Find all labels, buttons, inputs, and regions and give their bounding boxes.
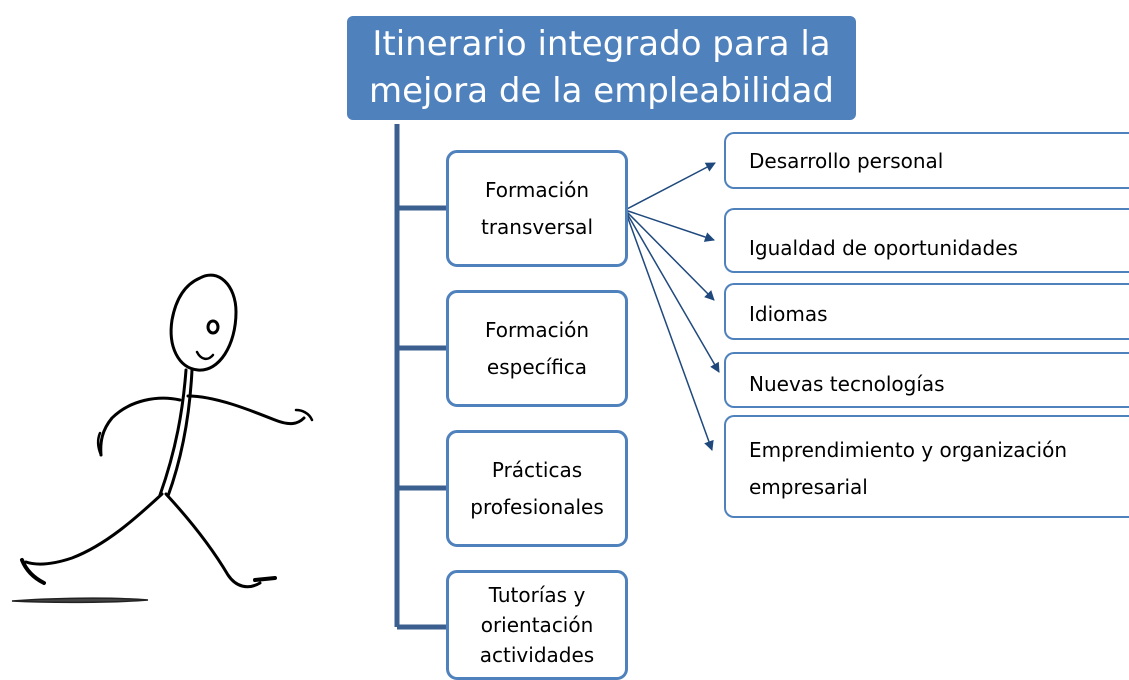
- subitem-label: Idiomas: [749, 301, 828, 326]
- category-label: Tutorías y orientación actividades: [479, 583, 595, 667]
- diagram-title-text: Itinerario integrado para la mejora de l…: [368, 24, 835, 111]
- arrow-nuevas-tecnologias: [624, 209, 720, 373]
- category-label: Formación específica: [484, 317, 590, 379]
- ground-shadow: [11, 597, 149, 604]
- arrow-idiomas: [624, 209, 715, 301]
- category-formacion-especifica: Formación específica: [446, 290, 628, 407]
- category-practicas-profesionales: Prácticas profesionales: [446, 430, 628, 547]
- category-tutorias-orientacion: Tutorías y orientación actividades: [446, 570, 628, 680]
- subitem-idiomas: Idiomas: [724, 283, 1129, 340]
- arrow-igualdad-oportunidades: [624, 209, 715, 242]
- arrow-desarrollo-personal: [624, 162, 716, 211]
- subitem-label: Emprendimiento y organización empresaria…: [749, 437, 1067, 499]
- subitem-label: Desarrollo personal: [749, 148, 944, 173]
- subitem-label: Igualdad de oportunidades: [749, 235, 1018, 260]
- category-formacion-transversal: Formación transversal: [446, 150, 628, 267]
- diagram-title: Itinerario integrado para la mejora de l…: [347, 16, 856, 120]
- subitem-label: Nuevas tecnologías: [749, 372, 945, 396]
- subitem-igualdad-oportunidades: Igualdad de oportunidades: [724, 208, 1129, 273]
- running-stick-figure-icon: [20, 273, 314, 589]
- subitem-emprendimiento: Emprendimiento y organización empresaria…: [724, 415, 1129, 518]
- subitem-nuevas-tecnologias: Nuevas tecnologías: [724, 352, 1129, 408]
- subitem-desarrollo-personal: Desarrollo personal: [724, 132, 1129, 189]
- category-label: Formación transversal: [480, 177, 593, 239]
- arrow-emprendimiento: [624, 209, 714, 451]
- category-label: Prácticas profesionales: [470, 457, 604, 519]
